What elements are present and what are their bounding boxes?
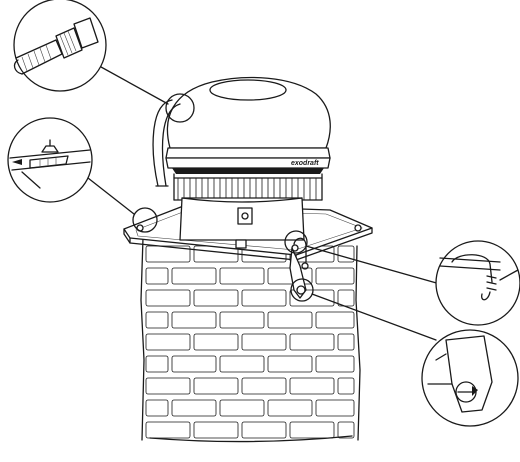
- marker-hook: [284, 230, 308, 254]
- brick: [193, 289, 239, 307]
- brick: [267, 311, 313, 329]
- brick: [145, 377, 191, 395]
- brick: [193, 421, 239, 439]
- brick: [145, 311, 169, 329]
- brick: [193, 333, 239, 351]
- brick: [241, 289, 287, 307]
- marker-hinge: [290, 278, 314, 302]
- brick: [171, 267, 217, 285]
- brick: [145, 333, 191, 351]
- fan-grill: [177, 178, 317, 200]
- brick: [145, 355, 169, 373]
- brick: [171, 355, 217, 373]
- callout-corner-screw: [7, 117, 93, 203]
- brick: [337, 289, 355, 307]
- brick: [241, 333, 287, 351]
- brick: [219, 267, 265, 285]
- brick: [241, 421, 287, 439]
- hinge-bracket: [289, 237, 309, 299]
- brick: [337, 333, 355, 351]
- brick: [145, 267, 169, 285]
- detail-markers: [132, 93, 314, 302]
- brick: [241, 377, 287, 395]
- leader-lines: [87, 61, 441, 341]
- brick: [171, 399, 217, 417]
- brick: [289, 377, 335, 395]
- brick: [219, 355, 265, 373]
- screw-anchor-icon: [9, 139, 91, 189]
- brick: [315, 355, 355, 373]
- corner-screw: [354, 224, 362, 232]
- wire-hook-icon: [439, 254, 519, 301]
- brick: [315, 399, 355, 417]
- brick: [289, 289, 335, 307]
- callout-wire-hook: [435, 240, 520, 326]
- brick: [145, 421, 191, 439]
- chimney-fan: exodraft: [152, 76, 331, 249]
- brick-chimney: [140, 237, 361, 443]
- brick: [315, 267, 355, 285]
- brick: [171, 311, 217, 329]
- callout-conduit-gland: [13, 0, 107, 92]
- callout-hinge-bolt: [421, 329, 519, 427]
- marker-screw: [132, 207, 158, 233]
- brick: [145, 289, 191, 307]
- brick: [289, 333, 335, 351]
- brick: [315, 311, 355, 329]
- brand-label: exodraft: [291, 160, 319, 167]
- brick: [145, 245, 191, 263]
- brick: [337, 245, 355, 263]
- brick: [267, 399, 313, 417]
- cable-gland-icon: [13, 17, 99, 75]
- brick: [219, 399, 265, 417]
- brick: [267, 355, 313, 373]
- brick: [145, 399, 169, 417]
- hinge-bolt-icon: [427, 335, 493, 413]
- brick: [337, 377, 355, 395]
- brick: [219, 311, 265, 329]
- marker-conduit: [165, 93, 195, 123]
- brick: [193, 377, 239, 395]
- brick: [337, 421, 355, 439]
- brick: [289, 421, 335, 439]
